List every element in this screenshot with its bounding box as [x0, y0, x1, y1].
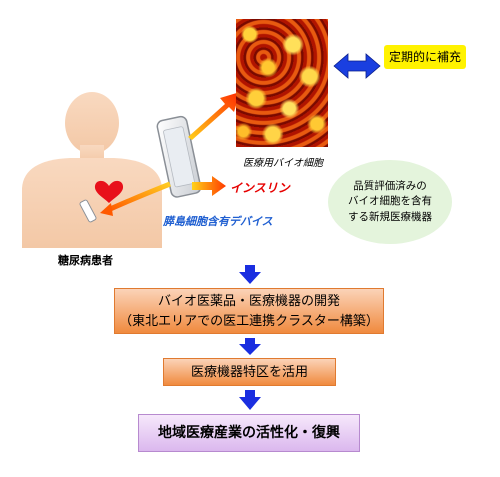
- quality-note-line: する新規医療機器: [348, 210, 432, 223]
- transplant-arrow-icon: [188, 92, 240, 140]
- flow-step-line: （東北エリアでの医工連携クラスター構築）: [119, 314, 379, 329]
- flow-step-special-zone: 医療機器特区を活用: [163, 358, 336, 386]
- islet-device-label: 膵島細胞含有デバイス: [163, 215, 273, 228]
- insulin-label: インスリン: [230, 181, 290, 195]
- flow-arrow-icon: [239, 265, 261, 410]
- flow-step-development: バイオ医薬品・医療機器の開発 （東北エリアでの医工連携クラスター構築）: [114, 288, 384, 334]
- periodic-supply-label: 定期的に補充: [384, 45, 466, 69]
- patient-figure: [22, 92, 162, 248]
- bio-cells-image: [236, 19, 328, 147]
- curve-arrowhead-icon: [100, 203, 113, 216]
- patient-label: 糖尿病患者: [58, 254, 113, 267]
- quality-note-line: バイオ細胞を含有: [348, 195, 432, 208]
- supply-double-arrow-icon: [333, 53, 381, 79]
- implant-device-icon: [79, 199, 97, 223]
- heart-icon: [94, 180, 124, 203]
- quality-note-line: 品質評価済みの: [353, 180, 427, 193]
- insulin-arrow-icon: [192, 176, 226, 196]
- flow-step-revitalization: 地域医療産業の活性化・復興: [138, 414, 360, 452]
- quality-note-bubble: 品質評価済みの バイオ細胞を含有 する新規医療機器: [328, 160, 452, 244]
- implant-curve-arrow-icon: [106, 181, 171, 213]
- medical-cells-caption: 医療用バイオ細胞: [243, 158, 323, 169]
- flow-step-line: バイオ医薬品・医療機器の開発: [157, 294, 340, 309]
